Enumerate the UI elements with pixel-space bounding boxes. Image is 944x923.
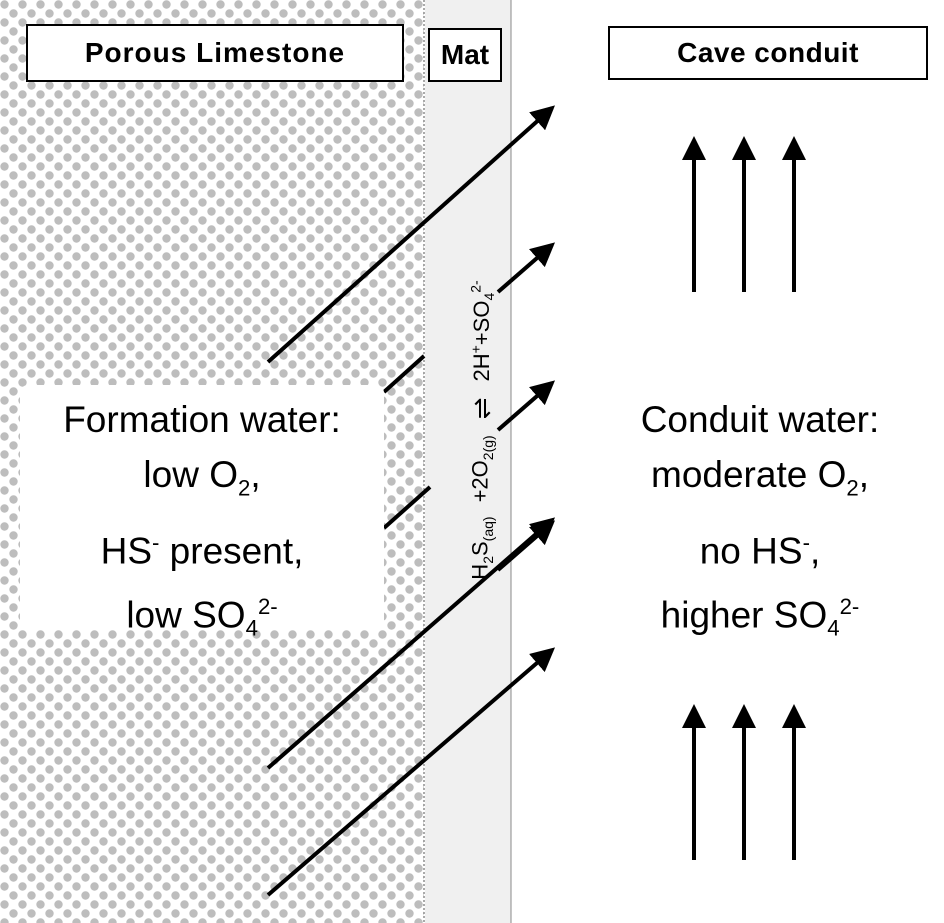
- products: 2H++SO42-: [467, 280, 497, 382]
- mat-region: [425, 0, 511, 923]
- header-mat: Mat: [428, 28, 502, 82]
- conduit-water-label: Conduit water: moderate O2, no HS-, high…: [580, 392, 940, 655]
- equilibrium-arrow-icon: ⇌: [466, 397, 497, 420]
- formation-water-box: [20, 385, 384, 630]
- conduit-line-3: no HS-,: [699, 530, 821, 572]
- conduit-line-1: Conduit water:: [640, 399, 880, 440]
- diffusion-arrow-3: [266, 647, 556, 897]
- conduit-line-4: higher SO42-: [660, 593, 860, 641]
- mat-arrow-2: [496, 380, 556, 432]
- formation-line-3: HS- present,: [100, 530, 304, 572]
- formation-line-2: low O2,: [143, 454, 261, 501]
- stub-arrow-a: [382, 354, 426, 394]
- conduit-line-2: moderate O2,: [651, 454, 869, 501]
- formation-line-1: Formation water:: [63, 399, 341, 440]
- formation-water-label: Formation water: low O2, HS- present, lo…: [20, 392, 384, 655]
- reactant-h2s: H2S(aq): [467, 516, 497, 580]
- header-cave-conduit: Cave conduit: [608, 26, 928, 80]
- mat-arrow-3: [496, 520, 556, 572]
- diffusion-arrow-2: [266, 517, 556, 770]
- mat-arrow-1: [496, 242, 556, 294]
- header-porous-limestone: Porous Limestone: [26, 24, 404, 82]
- diffusion-arrow-1: [266, 105, 555, 364]
- reactant-o2: +2O2(g): [467, 435, 497, 503]
- stub-arrow-b: [382, 485, 432, 530]
- formation-line-4: low SO42-: [126, 593, 278, 641]
